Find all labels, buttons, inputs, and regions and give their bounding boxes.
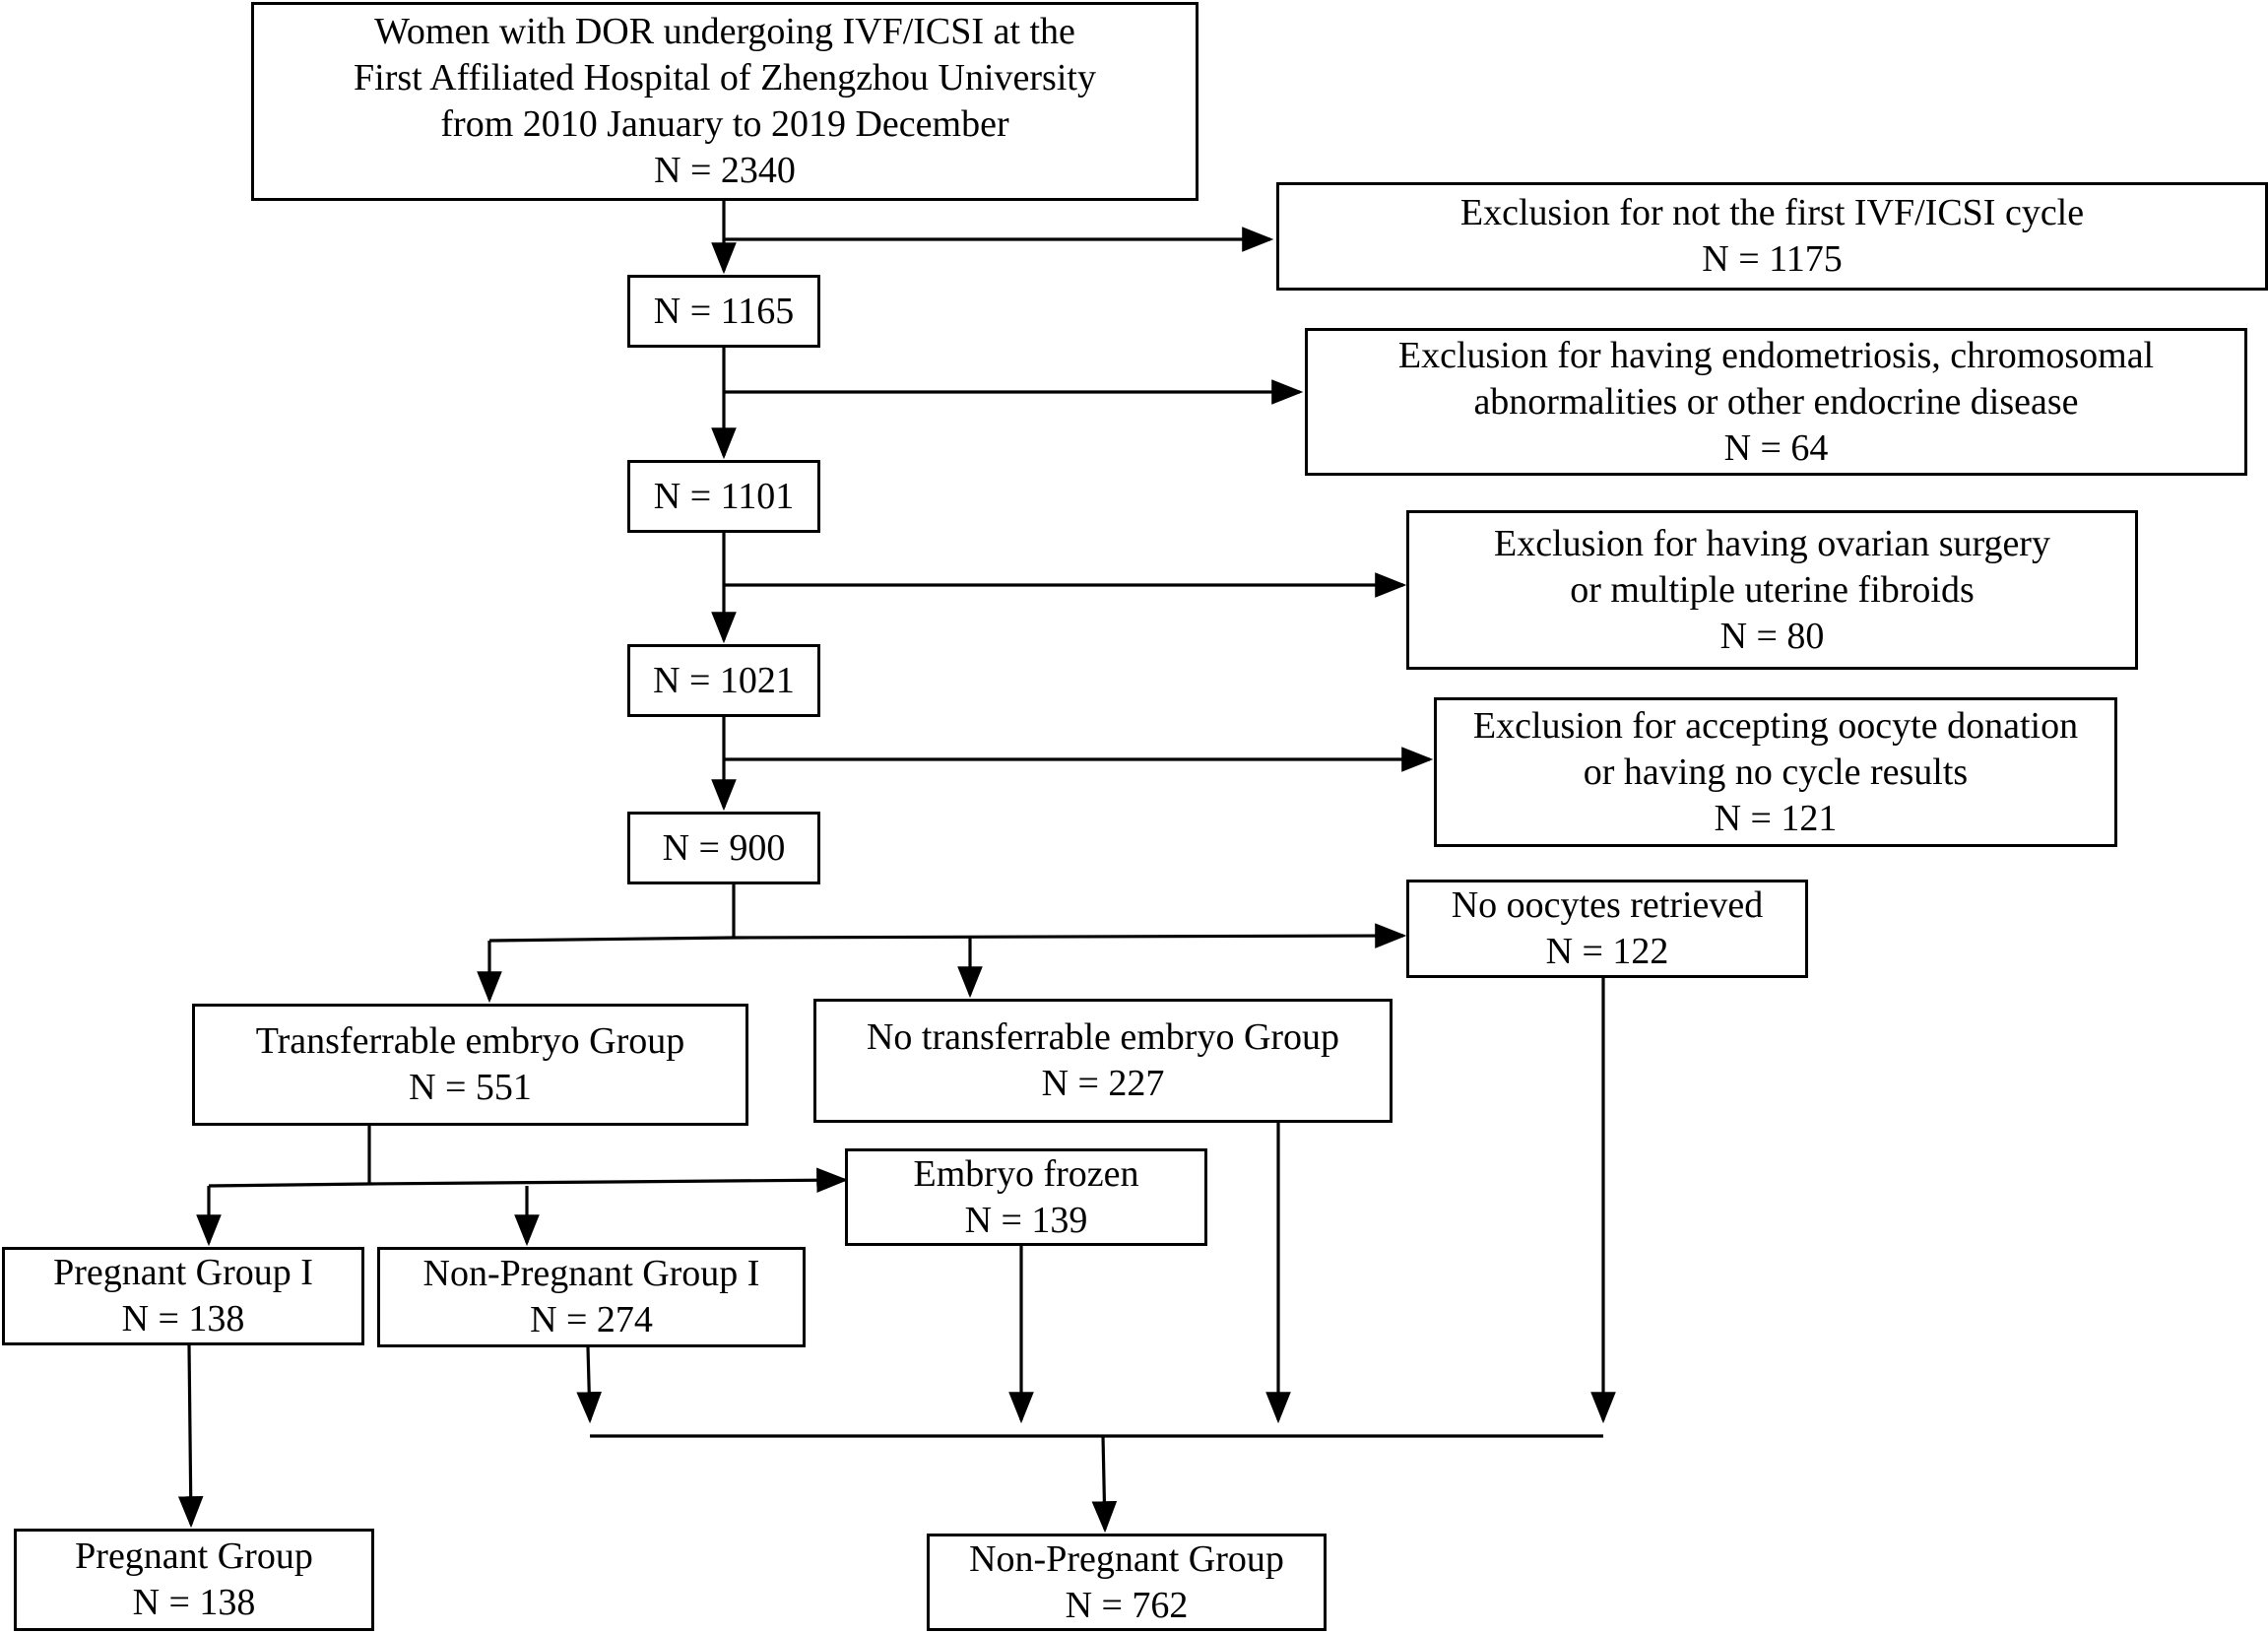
arrow-non-pregnant-1-down xyxy=(576,1346,603,1424)
pregnant1-line-1: Pregnant Group I xyxy=(53,1252,313,1293)
excl2-count: N = 64 xyxy=(1723,426,1829,469)
nonpregnant-line-1: Non-Pregnant Group xyxy=(969,1537,1284,1580)
frozen-count: N = 139 xyxy=(964,1199,1088,1241)
box-no-transferrable-embryo-group: No transferrable embryo Group N = 227 xyxy=(813,999,1393,1123)
excl3-line-1: Exclusion for having ovarian surgery xyxy=(1494,522,2050,564)
excl2-line-1: Exclusion for having endometriosis, chro… xyxy=(1397,334,2155,376)
nonpregnant1-count: N = 274 xyxy=(530,1299,653,1340)
frozen-line-1: Embryo frozen xyxy=(913,1152,1139,1195)
box-exclusion-oocyte-donation: Exclusion for accepting oocyte donation … xyxy=(1434,697,2117,847)
pregnant-line-1: Pregnant Group xyxy=(75,1535,313,1577)
excl3-line-2: or multiple uterine fibroids xyxy=(1570,568,1975,611)
box-n1101: N = 1101 xyxy=(627,460,820,533)
box-embryo-frozen: Embryo frozen N = 139 xyxy=(845,1148,1207,1246)
no-oocytes-line-1: No oocytes retrieved xyxy=(1451,884,1764,926)
arrow-to-embryo-frozen xyxy=(368,1167,849,1194)
box-exclusion-ovarian-surgery: Exclusion for having ovarian surgery or … xyxy=(1406,510,2138,670)
arrow-to-no-oocytes xyxy=(733,923,1407,948)
box-pregnant-group: Pregnant Group N = 138 xyxy=(14,1529,374,1631)
excl2-line-2: abnormalities or other endocrine disease xyxy=(1473,380,2079,423)
box-non-pregnant-group-1: Non-Pregnant Group I N = 274 xyxy=(377,1247,806,1347)
nonpregnant-count: N = 762 xyxy=(1065,1584,1189,1626)
box-exclusion-first-cycle: Exclusion for not the first IVF/ICSI cyc… xyxy=(1276,182,2268,291)
box-n1021: N = 1021 xyxy=(627,644,820,717)
no-transferrable-line-1: No transferrable embryo Group xyxy=(866,1016,1340,1058)
box-start: Women with DOR undergoing IVF/ICSI at th… xyxy=(251,2,1199,201)
arrow-to-pregnant-group xyxy=(177,1344,204,1529)
n1021-count: N = 1021 xyxy=(653,659,795,701)
pregnant1-count: N = 138 xyxy=(121,1298,245,1339)
excl4-line-2: or having no cycle results xyxy=(1583,751,1969,793)
excl1-count: N = 1175 xyxy=(1702,238,1843,280)
transferrable-line-1: Transferrable embryo Group xyxy=(255,1020,685,1062)
box-exclusion-endometriosis: Exclusion for having endometriosis, chro… xyxy=(1305,328,2247,476)
no-oocytes-count: N = 122 xyxy=(1545,931,1669,972)
box-no-oocytes: No oocytes retrieved N = 122 xyxy=(1406,880,1808,978)
box-n900: N = 900 xyxy=(627,812,820,884)
n900-count: N = 900 xyxy=(662,826,786,869)
box-n1165: N = 1165 xyxy=(627,275,820,348)
box-non-pregnant-group: Non-Pregnant Group N = 762 xyxy=(927,1534,1327,1631)
n1165-count: N = 1165 xyxy=(653,290,795,332)
start-line-1: Women with DOR undergoing IVF/ICSI at th… xyxy=(374,11,1075,52)
nonpregnant1-line-1: Non-Pregnant Group I xyxy=(422,1253,760,1294)
connector-transferrable-left xyxy=(208,1182,370,1188)
start-line-3: from 2010 January to 2019 December xyxy=(440,103,1009,145)
box-pregnant-group-1: Pregnant Group I N = 138 xyxy=(2,1247,364,1345)
n1101-count: N = 1101 xyxy=(653,475,795,517)
excl1-line-1: Exclusion for not the first IVF/ICSI cyc… xyxy=(1459,192,2085,233)
excl4-line-1: Exclusion for accepting oocyte donation xyxy=(1472,704,2079,747)
transferrable-count: N = 551 xyxy=(409,1067,532,1108)
connector-900-horizontal xyxy=(488,936,735,943)
excl4-count: N = 121 xyxy=(1714,797,1838,839)
pregnant-count: N = 138 xyxy=(132,1582,256,1623)
arrow-to-non-pregnant-group xyxy=(1091,1435,1118,1534)
excl3-count: N = 80 xyxy=(1719,615,1825,657)
box-transferrable-embryo-group: Transferrable embryo Group N = 551 xyxy=(192,1004,748,1126)
start-count: N = 2340 xyxy=(654,150,796,191)
no-transferrable-count: N = 227 xyxy=(1041,1063,1165,1104)
start-line-2: First Affiliated Hospital of Zhengzhou U… xyxy=(354,57,1096,98)
